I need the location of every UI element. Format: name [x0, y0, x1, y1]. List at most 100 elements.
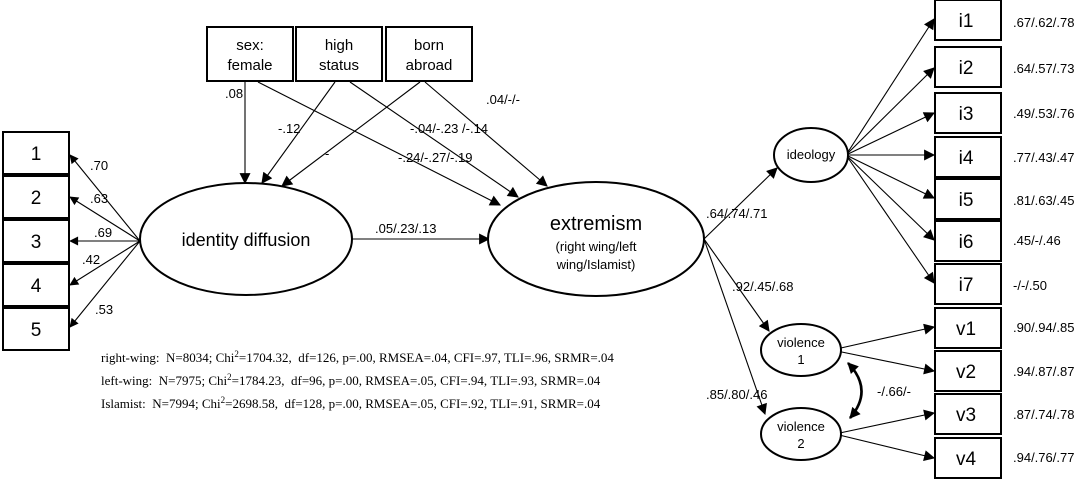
fit-group-left-wing: left-wing: — [101, 373, 152, 388]
fit-chi-label-islamist: Chi — [202, 396, 221, 411]
arrow-extremism-to-violence1 — [703, 238, 770, 332]
identity-item-box-5 — [2, 307, 70, 351]
covariate-path-labels: .08 -.12 - .04/-/- -.04/-.23 /-.14 -.24/… — [225, 86, 520, 165]
ideology-item-box-i2 — [934, 46, 1002, 88]
ideology-item-label-i2: i2 — [959, 58, 974, 79]
path-arrows — [69, 18, 936, 462]
path-label-sex-to-extremism: -.24/-.27/-.19 — [398, 150, 472, 165]
latent-extremism-title: extremism — [550, 213, 642, 235]
violence-item-box-v4 — [934, 437, 1002, 479]
ideology-item-label-i1: i1 — [959, 11, 974, 32]
latent-violence-1 — [760, 323, 842, 377]
fit-statistics: right-wing: N=8034; Chi2=1704.32, df=126… — [101, 349, 614, 411]
fit-chi-sup-right-wing: 2 — [234, 349, 239, 359]
arrow-ideology-to-i2 — [845, 67, 935, 156]
arrow-ideology-to-i5 — [845, 154, 935, 199]
identity-loading-4: .42 — [82, 252, 100, 267]
identity-loading-3: .69 — [94, 225, 112, 240]
path-label-violence-correlation: -/.66/- — [877, 384, 911, 399]
path-label-extremism-to-violence2: .85/.80/.46 — [706, 387, 767, 402]
latent-extremism-sub1: (right wing/left — [556, 239, 637, 254]
arrow-ideology-to-i7 — [845, 154, 935, 284]
arrow-extremism-to-ideology — [703, 167, 778, 240]
path-label-sex-to-identity: .08 — [225, 86, 243, 101]
ideology-item-loading-i7: -/-/.50 — [1013, 278, 1047, 293]
fit-chi-sup-left-wing: 2 — [227, 372, 232, 382]
fit-rest-left-wing: df=96, p=.00, RMSEA=.05, CFI=.94, TLI=.9… — [291, 373, 601, 388]
arrow-ideology-to-i6 — [845, 154, 935, 241]
violence-item-label-v2: v2 — [956, 362, 976, 383]
violence-item-loading-v2: .94/.87/.87 — [1013, 364, 1074, 379]
latent-ideology — [773, 127, 849, 183]
covariate-box-high-status — [295, 26, 383, 82]
ideology-item-box-i7 — [934, 263, 1002, 305]
fit-rest-islamist: df=128, p=.00, RMSEA=.05, CFI=.92, TLI=.… — [285, 396, 601, 411]
arrow-identity-to-item-2 — [69, 196, 141, 242]
arrow-violence2-to-v3 — [834, 409, 936, 435]
identity-item-label-5: 5 — [31, 320, 42, 341]
ideology-item-loading-i6: .45/-/.46 — [1013, 233, 1061, 248]
ideology-item-box-i3 — [934, 92, 1002, 134]
identity-loading-1: .70 — [90, 158, 108, 173]
arrow-ideology-to-i3 — [845, 112, 935, 156]
arrow-identity-to-item-1 — [69, 154, 141, 242]
fit-group-islamist: Islamist: — [101, 396, 146, 411]
identity-items: 1 2 3 4 5 — [2, 131, 70, 351]
fit-chi-label-right-wing: Chi — [216, 350, 235, 365]
covariate-sex-line1: sex: — [236, 37, 264, 54]
violence-item-label-v1: v1 — [956, 319, 976, 340]
arrow-sex-to-extremism — [257, 81, 501, 206]
path-label-abroad-to-identity: - — [325, 146, 329, 161]
identity-item-label-1: 1 — [31, 144, 42, 165]
ideology-item-label-i5: i5 — [959, 190, 974, 211]
ideology-item-box-i4 — [934, 136, 1002, 178]
fit-n-islamist: N=7994; — [152, 396, 198, 411]
ideology-item-loading-i5: .81/.63/.45 — [1013, 193, 1074, 208]
arrow-violence2-to-v4 — [834, 433, 936, 462]
covariate-status-line2: status — [319, 57, 359, 74]
identity-item-label-4: 4 — [31, 276, 42, 297]
violence-correlation-curve — [847, 362, 863, 419]
fit-rest-right-wing: df=126, p=.00, RMSEA=.04, CFI=.97, TLI=.… — [298, 350, 614, 365]
fit-stat-islamist: Islamist: N=7994; Chi2=2698.58, df=128, … — [101, 395, 601, 411]
ideology-item-box-i1 — [934, 0, 1002, 41]
violence-items: v1 .90/.94/.85 v2 .94/.87/.87 v3 .87/.74… — [934, 307, 1074, 479]
covariate-status-line1: high — [325, 37, 353, 54]
latent-violence-2-line2: 2 — [797, 436, 804, 451]
identity-item-box-1 — [2, 131, 70, 175]
latent-ideology-label: ideology — [787, 147, 836, 162]
ideology-item-loading-i2: .64/.57/.73 — [1013, 61, 1074, 76]
fit-group-right-wing: right-wing: — [101, 350, 160, 365]
identity-item-label-3: 3 — [31, 232, 42, 253]
ideology-items: i1 .67/.62/.78 i2 .64/.57/.73 i3 .49/.53… — [934, 0, 1074, 305]
ideology-item-box-i6 — [934, 220, 1002, 262]
violence-item-box-v1 — [934, 307, 1002, 349]
violence-item-box-v2 — [934, 350, 1002, 392]
latent-extremism — [487, 181, 705, 297]
violence-item-loading-v4: .94/.76/.77 — [1013, 450, 1074, 465]
ideology-item-loading-i3: .49/.53/.76 — [1013, 106, 1074, 121]
fit-stat-left-wing: left-wing: N=7975; Chi2=1784.23, df=96, … — [101, 372, 601, 388]
identity-loadings: .70 .63 .69 .42 .53 — [82, 158, 113, 317]
arrow-ideology-to-i1 — [845, 18, 935, 156]
fit-n-right-wing: N=8034; — [166, 350, 212, 365]
arrow-abroad-to-identity — [281, 81, 421, 187]
identity-item-label-2: 2 — [31, 188, 42, 209]
arrow-status-to-identity — [261, 81, 336, 184]
latent-violence-2-line1: violence — [777, 419, 825, 434]
violence-item-box-v3 — [934, 393, 1002, 435]
fit-chi-value-right-wing: =1704.32, — [239, 350, 292, 365]
arrow-violence1-to-v1 — [831, 323, 936, 351]
arrow-extremism-to-violence2 — [703, 238, 767, 416]
ideology-item-loading-i1: .67/.62/.78 — [1013, 15, 1074, 30]
path-label-extremism-to-ideology: .64/.74/.71 — [706, 206, 767, 221]
covariate-abroad-line2: abroad — [406, 57, 453, 74]
fit-stat-right-wing: right-wing: N=8034; Chi2=1704.32, df=126… — [101, 349, 614, 365]
violence-item-loading-v3: .87/.74/.78 — [1013, 407, 1074, 422]
arrow-abroad-to-extremism — [424, 81, 548, 187]
path-label-status-to-extremism: -.04/-.23 /-.14 — [410, 121, 488, 136]
ideology-item-label-i7: i7 — [959, 275, 974, 296]
latent-identity-diffusion — [139, 182, 353, 296]
identity-item-box-4 — [2, 263, 70, 307]
covariate-sex-line2: female — [227, 57, 272, 74]
